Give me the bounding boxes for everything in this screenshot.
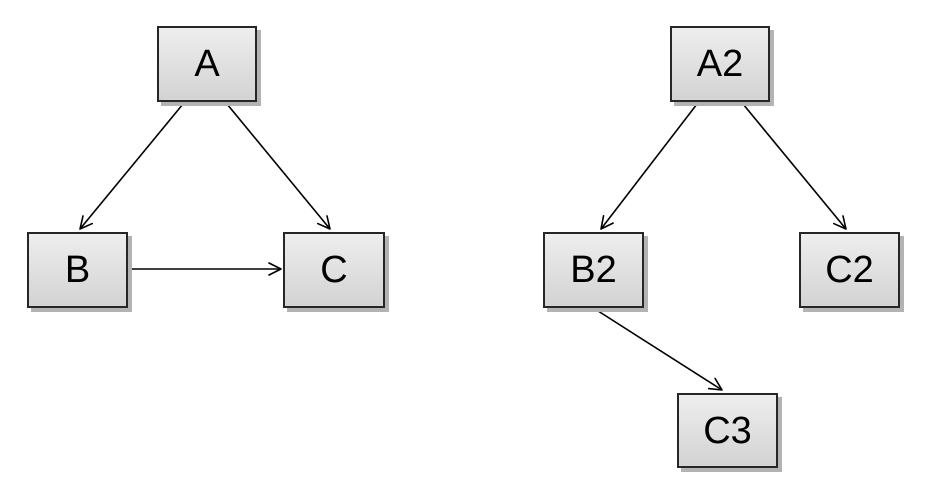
node-C2: C2 bbox=[799, 232, 900, 308]
node-B: B bbox=[27, 232, 128, 308]
edge-A2-to-B2 bbox=[600, 103, 698, 230]
node-A2: A2 bbox=[670, 26, 770, 102]
node-C: C bbox=[283, 232, 385, 308]
edge-A2-to-C2 bbox=[742, 103, 847, 230]
edge-A-to-C bbox=[226, 103, 331, 230]
node-C3: C3 bbox=[677, 393, 778, 468]
edges-group bbox=[79, 103, 847, 391]
node-B2: B2 bbox=[543, 232, 644, 308]
edge-B2-to-C3 bbox=[594, 308, 723, 391]
edge-A-to-B bbox=[79, 103, 184, 230]
node-A: A bbox=[157, 26, 257, 102]
